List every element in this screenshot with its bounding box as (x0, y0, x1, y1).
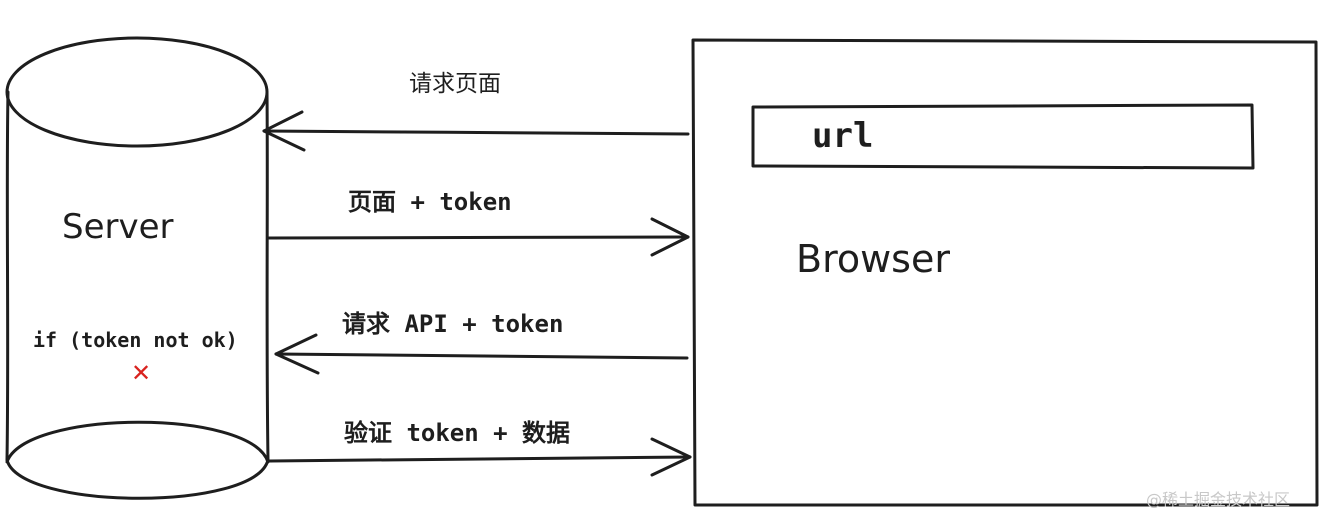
browser-label: Browser (796, 237, 950, 281)
server-condition: if (token not ok) (33, 328, 238, 352)
server-bottom-front (5, 458, 270, 500)
watermark-credit: @稀土掘金技术社区 (1146, 490, 1290, 509)
arrow-verify-data (268, 437, 692, 477)
browser-url-bar (751, 103, 1255, 170)
arrowhead-left-icon (274, 333, 320, 375)
server-cylinder (5, 36, 270, 500)
label-request-api: 请求 API + token (342, 310, 563, 338)
server-bottom-back (5, 420, 270, 464)
server-label: Server (62, 207, 174, 247)
arrowhead-right-icon (650, 217, 690, 257)
arrowhead-right-icon (650, 437, 692, 477)
label-verify-data: 验证 token + 数据 (344, 419, 570, 447)
browser-window (691, 38, 1319, 507)
label-page-token: 页面 + token (348, 188, 512, 216)
arrow-request-api (274, 333, 689, 375)
server-top-ellipse (5, 36, 269, 148)
server-left-wall (5, 90, 10, 462)
browser-frame (691, 38, 1319, 507)
fail-cross-icon: ✕ (131, 359, 151, 387)
label-request-page: 请求页面 (409, 71, 501, 97)
arrowhead-left-icon (262, 110, 306, 152)
url-bar-text: url (812, 116, 873, 156)
arrow-page-token (267, 217, 690, 257)
arrow-request-page (262, 110, 690, 152)
server-right-wall (265, 90, 270, 462)
